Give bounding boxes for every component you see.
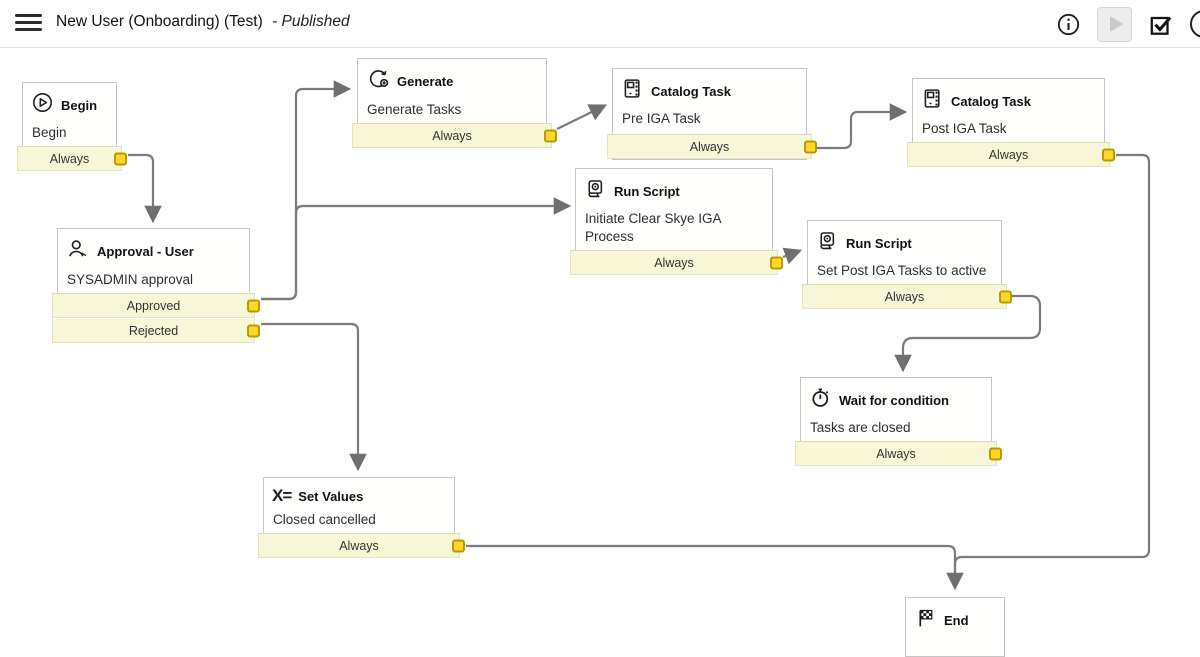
user-icon xyxy=(66,237,90,266)
transition-always[interactable]: Always xyxy=(352,123,557,149)
transition-rejected[interactable]: Rejected xyxy=(52,318,260,344)
node-title: Approval - User xyxy=(97,244,194,259)
transition-always[interactable]: Always xyxy=(607,134,817,159)
node-description: SYSADMIN approval xyxy=(67,272,194,287)
node-description: Begin xyxy=(32,125,67,140)
node-title: Catalog Task xyxy=(951,93,1031,109)
node-title: End xyxy=(944,612,969,628)
transition-always[interactable]: Always xyxy=(258,533,465,559)
connector-handle[interactable] xyxy=(247,324,260,338)
connector-handle[interactable] xyxy=(770,256,783,270)
x-equals-icon: X= xyxy=(272,486,292,505)
node-title: Generate xyxy=(397,74,454,89)
workflow-node-run-setpost[interactable]: Run Script Set Post IGA Tasks to active … xyxy=(802,220,1012,310)
connector-handle[interactable] xyxy=(999,290,1012,304)
catalog-task-icon xyxy=(621,77,644,105)
workflow-node-begin[interactable]: Begin Begin Always xyxy=(17,82,127,172)
workflow-node-run-initiate[interactable]: Run Script Initiate Clear Skye IGA Proce… xyxy=(570,168,783,276)
connector-handle[interactable] xyxy=(114,152,127,166)
node-description: Initiate Clear Skye IGA Process xyxy=(585,211,721,245)
connector-handle[interactable] xyxy=(989,447,1002,461)
node-description: Pre IGA Task xyxy=(622,111,701,126)
workflow-title: New User (Onboarding) (Test) - Published xyxy=(56,13,350,31)
run-script-icon xyxy=(584,177,607,205)
checkbox-check-icon[interactable] xyxy=(1148,11,1174,37)
catalog-task-icon xyxy=(921,87,944,115)
connector-handle[interactable] xyxy=(804,140,817,153)
node-description: Generate Tasks xyxy=(367,102,462,117)
node-title: Set Values xyxy=(298,488,364,504)
play-icon[interactable] xyxy=(1097,6,1132,42)
transition-approved[interactable]: Approved xyxy=(52,293,260,319)
transition-always[interactable]: Always xyxy=(17,146,127,172)
workflow-node-wait[interactable]: Wait for condition Tasks are closed Alwa… xyxy=(795,377,1002,467)
workflow-node-setvalues[interactable]: X= Set Values Closed cancelled Always xyxy=(258,477,465,559)
transition-always[interactable]: Always xyxy=(907,142,1115,168)
stopwatch-icon xyxy=(809,386,832,414)
node-title: Begin xyxy=(61,97,98,113)
workflow-node-approval[interactable]: Approval - User SYSADMIN approval Approv… xyxy=(52,228,260,344)
workflow-node-end[interactable]: End xyxy=(905,597,1005,657)
workflow-canvas[interactable]: Begin Begin Always Generate Generate Tas… xyxy=(0,48,1200,657)
published-status: - Published xyxy=(272,13,350,30)
generate-icon xyxy=(366,67,390,96)
connector-handle[interactable] xyxy=(544,129,557,143)
node-title: Catalog Task xyxy=(651,83,731,99)
partial-circle-icon[interactable] xyxy=(1190,10,1200,38)
workflow-node-generate[interactable]: Generate Generate Tasks Always xyxy=(352,58,557,149)
node-description: Post IGA Task xyxy=(922,121,1007,136)
page-title: New User (Onboarding) (Test) xyxy=(56,13,263,30)
transition-always[interactable]: Always xyxy=(795,441,1002,467)
node-title: Run Script xyxy=(846,235,912,251)
workflow-node-catalog-pre[interactable]: Catalog Task Pre IGA Task Always xyxy=(607,68,817,160)
node-description: Tasks are closed xyxy=(810,420,911,435)
node-title: Wait for condition xyxy=(839,392,949,408)
connector-handle[interactable] xyxy=(1102,148,1115,162)
transition-always[interactable]: Always xyxy=(802,284,1012,310)
transition-always[interactable]: Always xyxy=(570,250,783,276)
info-icon[interactable] xyxy=(1055,11,1081,37)
node-description: Set Post IGA Tasks to active xyxy=(817,263,987,278)
checkered-flag-icon xyxy=(914,606,937,634)
connector-handle[interactable] xyxy=(452,539,465,553)
workflow-node-catalog-post[interactable]: Catalog Task Post IGA Task Always xyxy=(907,78,1115,168)
top-toolbar: New User (Onboarding) (Test) - Published xyxy=(0,0,1200,48)
node-description xyxy=(906,636,1004,656)
play-circle-icon xyxy=(31,91,54,119)
node-description: Closed cancelled xyxy=(273,512,376,527)
node-title: Run Script xyxy=(614,183,680,199)
hamburger-menu-icon[interactable] xyxy=(15,14,42,34)
run-script-icon xyxy=(816,229,839,257)
connector-handle[interactable] xyxy=(247,299,260,313)
